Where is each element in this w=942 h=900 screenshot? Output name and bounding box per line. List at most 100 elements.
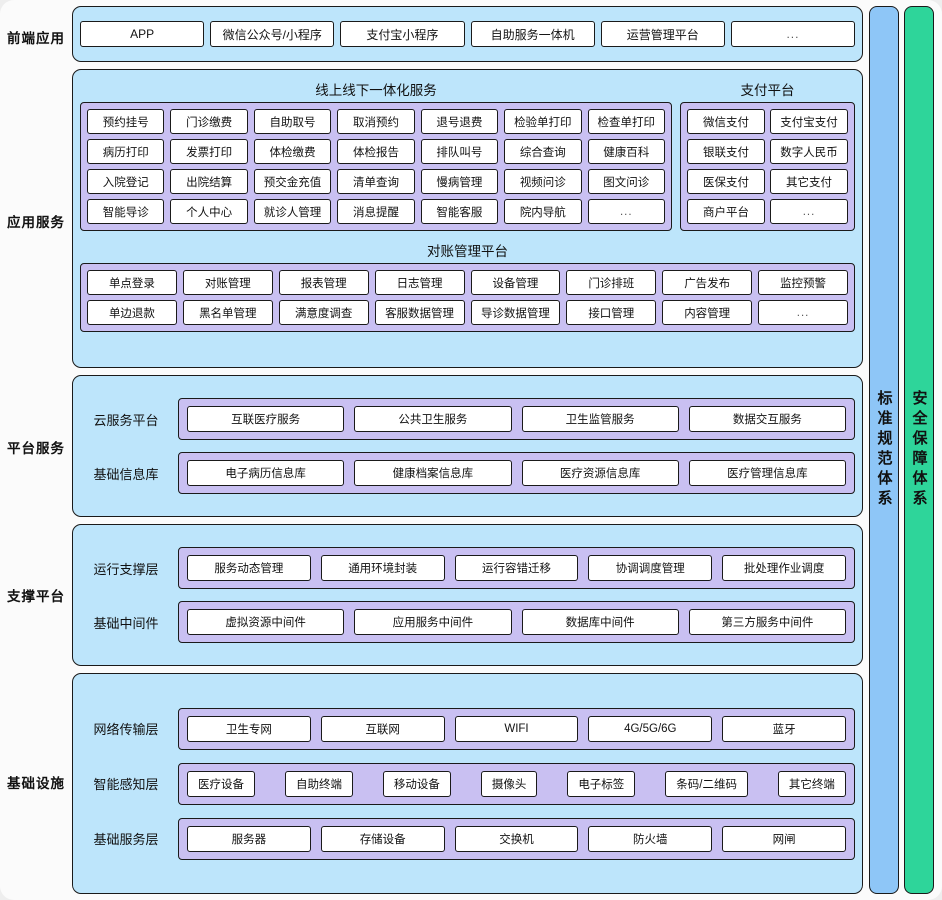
chip-zhinengkefu[interactable]: 智能客服	[420, 199, 499, 224]
frontend-item-ops-platform[interactable]: 运营管理平台	[600, 21, 725, 47]
chip-dianzibinglixinxiku[interactable]: 电子病历信息库	[187, 460, 345, 486]
chip-xietiaodiaoduguanli[interactable]: 协调调度管理	[588, 555, 713, 581]
chip-mobile-network[interactable]: 4G/5G/6G	[588, 715, 713, 742]
infra-row-network: 网络传输层 卫生专网 互联网 WIFI 4G/5G/6G 蓝牙	[80, 707, 855, 750]
platform-row-cloud-body: 互联医疗服务 公共卫生服务 卫生监管服务 数据交互服务	[178, 398, 855, 440]
chip-shebeiguanli[interactable]: 设备管理	[470, 270, 561, 295]
chip-tuwenwenzhen[interactable]: 图文问诊	[587, 169, 665, 194]
chip-chuyuanjiesuan[interactable]: 出院结算	[170, 169, 248, 194]
chip-jiaohuanji[interactable]: 交换机	[454, 825, 579, 852]
chip-dianzibiaoqian[interactable]: 电子标签	[567, 770, 636, 797]
chip-zizhuzhongduan[interactable]: 自助终端	[284, 770, 353, 797]
chip-yiliaoziyuanxinxiku[interactable]: 医疗资源信息库	[521, 460, 679, 486]
chip-zizhuquhao[interactable]: 自助取号	[253, 109, 332, 134]
chip-reconciliation-more[interactable]: ...	[758, 300, 848, 325]
chip-qitazhifu[interactable]: 其它支付	[770, 169, 848, 194]
chip-jiuzhenrenguanli[interactable]: 就诊人管理	[253, 199, 332, 224]
chip-tongyonghuanjingfengzhuang[interactable]: 通用环境封装	[320, 555, 445, 581]
chip-qingdanchaxun[interactable]: 清单查询	[337, 169, 415, 194]
chip-online-more[interactable]: ...	[587, 199, 665, 224]
chip-guanggaofabu[interactable]: 广告发布	[662, 270, 753, 295]
chip-binglidayin[interactable]: 病历打印	[87, 139, 165, 164]
chip-ruyuandengji[interactable]: 入院登记	[87, 169, 165, 194]
chip-yuyueguahao[interactable]: 预约挂号	[87, 109, 165, 134]
chip-tijianbaogao[interactable]: 体检报告	[337, 139, 415, 164]
vertical-bar-security-label: 安全保障体系	[910, 390, 928, 510]
chip-yunxingrongcuoqianyi[interactable]: 运行容错迁移	[454, 555, 579, 581]
chip-yingyongfuwuzhongjianjian[interactable]: 应用服务中间件	[354, 609, 512, 635]
chip-qitazhongduan[interactable]: 其它终端	[777, 770, 846, 797]
chip-yiliaoshebei[interactable]: 医疗设备	[187, 770, 255, 797]
chip-shujukuzhongjianjian[interactable]: 数据库中间件	[521, 609, 679, 635]
chip-zhifubaozhifu[interactable]: 支付宝支付	[770, 109, 848, 134]
chip-yidongshebei[interactable]: 移动设备	[382, 770, 451, 797]
payment-platform: 支付平台 微信支付 支付宝支付 银联支付 数字人民币 医保支付 其它支付 商户平…	[680, 77, 855, 231]
chip-menzhenjiaofei[interactable]: 门诊缴费	[170, 109, 248, 134]
chip-wangzha[interactable]: 网闸	[722, 825, 846, 852]
chip-lanya[interactable]: 蓝牙	[722, 715, 846, 742]
chip-yinlianzhifu[interactable]: 银联支付	[687, 139, 765, 164]
chip-jianyandandayin[interactable]: 检验单打印	[504, 109, 582, 134]
chip-danbiantuikuan[interactable]: 单边退款	[87, 300, 177, 325]
chip-wifi[interactable]: WIFI	[454, 715, 579, 742]
frontend-item-more[interactable]: ...	[730, 21, 856, 47]
chip-manbingguanli[interactable]: 慢病管理	[420, 169, 499, 194]
chip-disanfangfuwuzhongjianjian[interactable]: 第三方服务中间件	[688, 609, 846, 635]
frontend-item-app[interactable]: APP	[80, 21, 205, 47]
chip-kefushujuguanli[interactable]: 客服数据管理	[374, 300, 465, 325]
chip-shipinwenzhen[interactable]: 视频问诊	[504, 169, 582, 194]
frontend-item-kiosk[interactable]: 自助服务一体机	[470, 21, 595, 47]
frontend-item-alipay[interactable]: 支付宝小程序	[340, 21, 465, 47]
chip-shexiangtou[interactable]: 摄像头	[480, 770, 538, 797]
chip-tuihaotuifei[interactable]: 退号退费	[420, 109, 499, 134]
chip-baobiaoguanli[interactable]: 报表管理	[278, 270, 369, 295]
chip-yuneidaohang[interactable]: 院内导航	[504, 199, 582, 224]
chip-jianchadandayin[interactable]: 检查单打印	[587, 109, 665, 134]
chip-heimingdanguanli[interactable]: 黑名单管理	[182, 300, 273, 325]
layers-stack: APP 微信公众号/小程序 支付宝小程序 自助服务一体机 运营管理平台 ... …	[72, 6, 863, 894]
frontend-item-wechat[interactable]: 微信公众号/小程序	[210, 21, 335, 47]
chip-cunchushebei[interactable]: 存储设备	[320, 825, 445, 852]
infra-row-base-service: 基础服务层 服务器 存储设备 交换机 防火墙 网闸	[80, 817, 855, 860]
chip-shanghupingtai[interactable]: 商户平台	[687, 199, 765, 224]
chip-gonggongweishengfuwu[interactable]: 公共卫生服务	[354, 406, 512, 432]
chip-shujujiaohufuwu[interactable]: 数据交互服务	[688, 406, 846, 432]
chip-tiaoma-erweima[interactable]: 条码/二维码	[665, 770, 748, 797]
chip-jiankangdanganxinxiku[interactable]: 健康档案信息库	[354, 460, 512, 486]
chip-neirongguanli[interactable]: 内容管理	[662, 300, 753, 325]
chip-shuzirenminbi[interactable]: 数字人民币	[770, 139, 848, 164]
chip-menzhenpaiban[interactable]: 门诊排班	[566, 270, 657, 295]
chip-jiekouguanli[interactable]: 接口管理	[566, 300, 657, 325]
chip-xiaoxitixing[interactable]: 消息提醒	[337, 199, 415, 224]
chip-payment-more[interactable]: ...	[770, 199, 848, 224]
chip-manyidudiaocha[interactable]: 满意度调查	[278, 300, 369, 325]
chip-hulianyiliaofuwu[interactable]: 互联医疗服务	[187, 406, 345, 432]
chip-daozhenshujuguanli[interactable]: 导诊数据管理	[470, 300, 561, 325]
chip-fuwudongtaiguanli[interactable]: 服务动态管理	[187, 555, 311, 581]
chip-paiduijiaohao[interactable]: 排队叫号	[420, 139, 499, 164]
chip-weishengjianguanfuwu[interactable]: 卫生监管服务	[521, 406, 679, 432]
chip-yiliaoguanlixinxiku[interactable]: 医疗管理信息库	[688, 460, 846, 486]
chip-jiankangbaike[interactable]: 健康百科	[587, 139, 665, 164]
chip-yujiaojinchongzhi[interactable]: 预交金充值	[253, 169, 332, 194]
chip-hulianwang[interactable]: 互联网	[320, 715, 445, 742]
chip-zhinengdaozhen[interactable]: 智能导诊	[87, 199, 165, 224]
chip-fuwuqi[interactable]: 服务器	[187, 825, 311, 852]
chip-jiankongyujing[interactable]: 监控预警	[758, 270, 848, 295]
chip-weixinzhifu[interactable]: 微信支付	[687, 109, 765, 134]
chip-fapiaodayin[interactable]: 发票打印	[170, 139, 248, 164]
chip-pichuliuzuoyediaodu[interactable]: 批处理作业调度	[722, 555, 846, 581]
chip-quxiaoyuyue[interactable]: 取消预约	[337, 109, 415, 134]
chip-gerenzhongxin[interactable]: 个人中心	[170, 199, 248, 224]
chip-duizhangguanli[interactable]: 对账管理	[182, 270, 273, 295]
chip-rizhiguanli[interactable]: 日志管理	[374, 270, 465, 295]
chip-zonghechaxun[interactable]: 综合查询	[504, 139, 582, 164]
chip-weishengzhuanwang[interactable]: 卫生专网	[187, 715, 311, 742]
chip-tijianjiaofei[interactable]: 体检缴费	[253, 139, 332, 164]
chip-yibaozhifu[interactable]: 医保支付	[687, 169, 765, 194]
chip-fanghuoqiang[interactable]: 防火墙	[588, 825, 713, 852]
chip-dandiandenglu[interactable]: 单点登录	[87, 270, 177, 295]
chip-xuniziyuanzhongjianjian[interactable]: 虚拟资源中间件	[187, 609, 345, 635]
infra-row-network-body: 卫生专网 互联网 WIFI 4G/5G/6G 蓝牙	[178, 707, 855, 750]
